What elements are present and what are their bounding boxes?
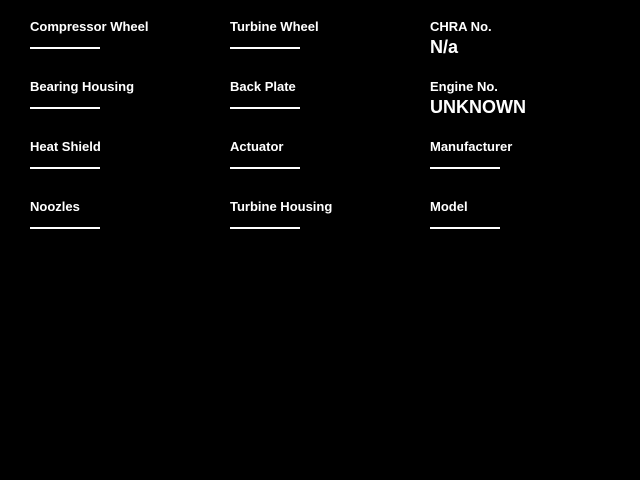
field-noozles: Noozles bbox=[30, 200, 210, 229]
input-line-turbine-wheel[interactable] bbox=[230, 47, 300, 49]
input-line-compressor-wheel[interactable] bbox=[30, 47, 100, 49]
field-label-manufacturer: Manufacturer bbox=[430, 139, 513, 154]
field-manufacturer: Manufacturer bbox=[430, 140, 610, 169]
field-turbine-housing: Turbine Housing bbox=[230, 200, 410, 229]
field-heat-shield: Heat Shield bbox=[30, 140, 210, 169]
field-model: Model bbox=[430, 200, 610, 229]
input-line-manufacturer[interactable] bbox=[430, 167, 500, 169]
input-line-turbine-housing[interactable] bbox=[230, 227, 300, 229]
field-label-turbine-housing: Turbine Housing bbox=[230, 199, 333, 214]
field-label-turbine-wheel: Turbine Wheel bbox=[230, 19, 319, 34]
field-value-chra-no: N/a bbox=[430, 37, 459, 57]
field-label-model: Model bbox=[430, 199, 468, 214]
input-line-model[interactable] bbox=[430, 227, 500, 229]
field-label-chra-no: CHRA No. bbox=[430, 19, 492, 34]
field-label-back-plate: Back Plate bbox=[230, 79, 296, 94]
field-turbine-wheel: Turbine Wheel bbox=[230, 20, 410, 49]
input-line-actuator[interactable] bbox=[230, 167, 300, 169]
field-chra-no: CHRA No. N/a bbox=[430, 20, 610, 56]
field-label-compressor-wheel: Compressor Wheel bbox=[30, 19, 149, 34]
input-line-heat-shield[interactable] bbox=[30, 167, 100, 169]
field-label-actuator: Actuator bbox=[230, 139, 284, 154]
field-bearing-housing: Bearing Housing bbox=[30, 80, 210, 109]
input-line-noozles[interactable] bbox=[30, 227, 100, 229]
field-engine-no: Engine No. UNKNOWN bbox=[430, 80, 610, 116]
field-label-bearing-housing: Bearing Housing bbox=[30, 79, 135, 94]
field-value-engine-no: UNKNOWN bbox=[430, 97, 526, 117]
field-label-engine-no: Engine No. bbox=[430, 79, 498, 94]
field-label-heat-shield: Heat Shield bbox=[30, 139, 101, 154]
input-line-back-plate[interactable] bbox=[230, 107, 300, 109]
field-actuator: Actuator bbox=[230, 140, 410, 169]
field-back-plate: Back Plate bbox=[230, 80, 410, 109]
field-compressor-wheel: Compressor Wheel bbox=[30, 20, 210, 49]
input-line-bearing-housing[interactable] bbox=[30, 107, 100, 109]
field-label-noozles: Noozles bbox=[30, 199, 80, 214]
